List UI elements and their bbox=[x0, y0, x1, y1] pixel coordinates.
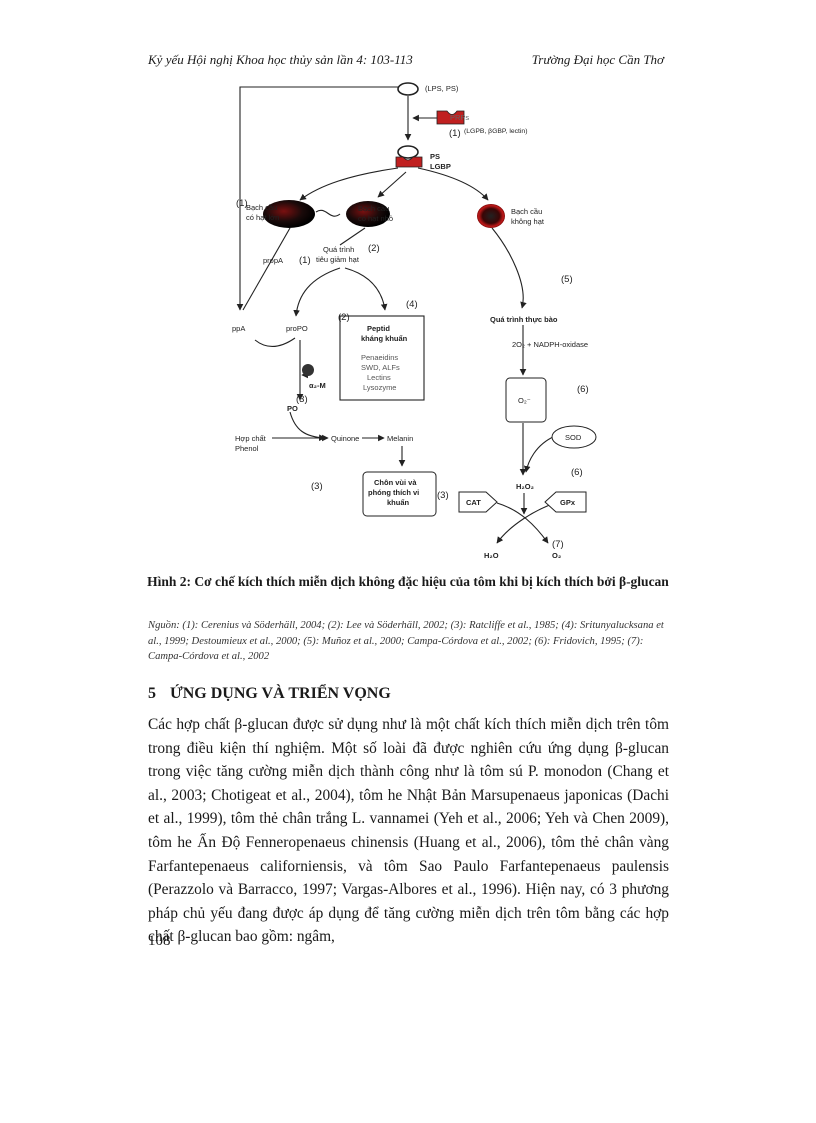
ref-2-peptide: (2) bbox=[338, 312, 350, 323]
figure-caption: Hình 2: Cơ chế kích thích miễn dịch khôn… bbox=[147, 574, 669, 589]
melanin-label: Melanin bbox=[387, 434, 413, 443]
ps-label: PS bbox=[430, 152, 440, 161]
section-heading: 5 ỨNG DỤNG VÀ TRIỂN VỌNG bbox=[148, 685, 391, 703]
gpx-label: GPx bbox=[560, 498, 576, 507]
ref-1-left: (1) bbox=[236, 198, 248, 209]
h2o2-label: H₂O₂ bbox=[516, 482, 534, 491]
ref-1-prps: (1) bbox=[449, 128, 461, 139]
phagocytosis-label: Quá trình thực bào bbox=[490, 315, 558, 324]
ref-3-encaps: (3) bbox=[437, 490, 449, 501]
o2-radical-label: O₂⁻ bbox=[518, 396, 531, 405]
running-header-left: Kỷ yếu Hội nghị Khoa học thủy sản lần 4:… bbox=[148, 52, 413, 67]
ref-6-o2: (6) bbox=[577, 384, 589, 395]
quinone-label: Quinone bbox=[331, 434, 359, 443]
cat-label: CAT bbox=[466, 498, 481, 507]
po-label: PO bbox=[287, 404, 298, 413]
encaps-line2: phóng thích vi bbox=[368, 488, 419, 497]
section-number: 5 bbox=[148, 685, 156, 702]
granule-small-line2: có hạt nhỏ bbox=[358, 214, 393, 223]
agranular-line2: không hạt bbox=[511, 217, 545, 226]
degranulation-line1: Quá trình bbox=[323, 245, 354, 254]
ref-5: (5) bbox=[561, 274, 573, 285]
peptide-item-4: Lysozyme bbox=[363, 383, 396, 392]
page-number: 108 bbox=[148, 933, 171, 949]
prps-label: PRPs bbox=[450, 113, 469, 122]
proPO-label: proPO bbox=[286, 324, 308, 333]
section-title: ỨNG DỤNG VÀ TRIỂN VỌNG bbox=[170, 685, 391, 702]
encaps-line3: khuẩn bbox=[387, 498, 410, 507]
ppA-label: ppA bbox=[232, 324, 245, 333]
ref-4: (4) bbox=[406, 299, 418, 310]
o2-label: O₂ bbox=[552, 551, 561, 560]
granule-small-line1: Bạch cầu bbox=[358, 204, 389, 213]
ref-1-propA: (1) bbox=[299, 255, 311, 266]
figure-source: Nguồn: (1): Cerenius và Söderhäll, 2004;… bbox=[148, 620, 664, 662]
granule-large-line1: Bạch cầu bbox=[246, 203, 277, 212]
phenol-line2: Phenol bbox=[235, 444, 259, 453]
lps-ps-label: (LPS, PS) bbox=[425, 84, 459, 93]
ref-3-po: (3) bbox=[296, 394, 308, 405]
ref-6-sod: (6) bbox=[571, 467, 583, 478]
a2m-label: α₂-M bbox=[309, 381, 326, 390]
degranulation-line2: tiêu giảm hạt bbox=[316, 255, 360, 264]
sod-label: SOD bbox=[565, 433, 582, 442]
lgbp-label: LGBP bbox=[430, 162, 451, 171]
h2o-label: H₂O bbox=[484, 551, 499, 560]
prps-detail-label: (LGPB, βGBP, lectin) bbox=[464, 128, 527, 135]
ref-3-left: (3) bbox=[311, 481, 323, 492]
peptide-item-1: Penaeidins bbox=[361, 353, 398, 362]
propA-label: propA bbox=[263, 256, 283, 265]
peptide-line2: kháng khuẩn bbox=[361, 334, 408, 343]
peptide-item-2: SWD, ALFs bbox=[361, 363, 400, 372]
peptide-line1: Peptid bbox=[367, 324, 390, 333]
immune-mechanism-diagram: (LPS, PS) PRPs (LGPB, βGBP, lectin) PS L… bbox=[232, 82, 597, 560]
ref-7: (7) bbox=[552, 539, 564, 550]
agranular-line1: Bạch cầu bbox=[511, 207, 542, 216]
phenol-line1: Hợp chất bbox=[235, 434, 267, 443]
nadph-label: 2O₂ + NADPH-oxidase bbox=[512, 340, 588, 349]
granule-large-line2: có hạt lớn bbox=[246, 213, 279, 222]
peptide-item-3: Lectins bbox=[367, 373, 391, 382]
body-paragraph: Các hợp chất β-glucan được sử dụng như l… bbox=[148, 716, 669, 946]
ref-2-degran: (2) bbox=[368, 243, 380, 254]
running-header-right: Trường Đại học Cần Thơ bbox=[531, 52, 664, 67]
encaps-line1: Chôn vùi và bbox=[374, 478, 417, 487]
